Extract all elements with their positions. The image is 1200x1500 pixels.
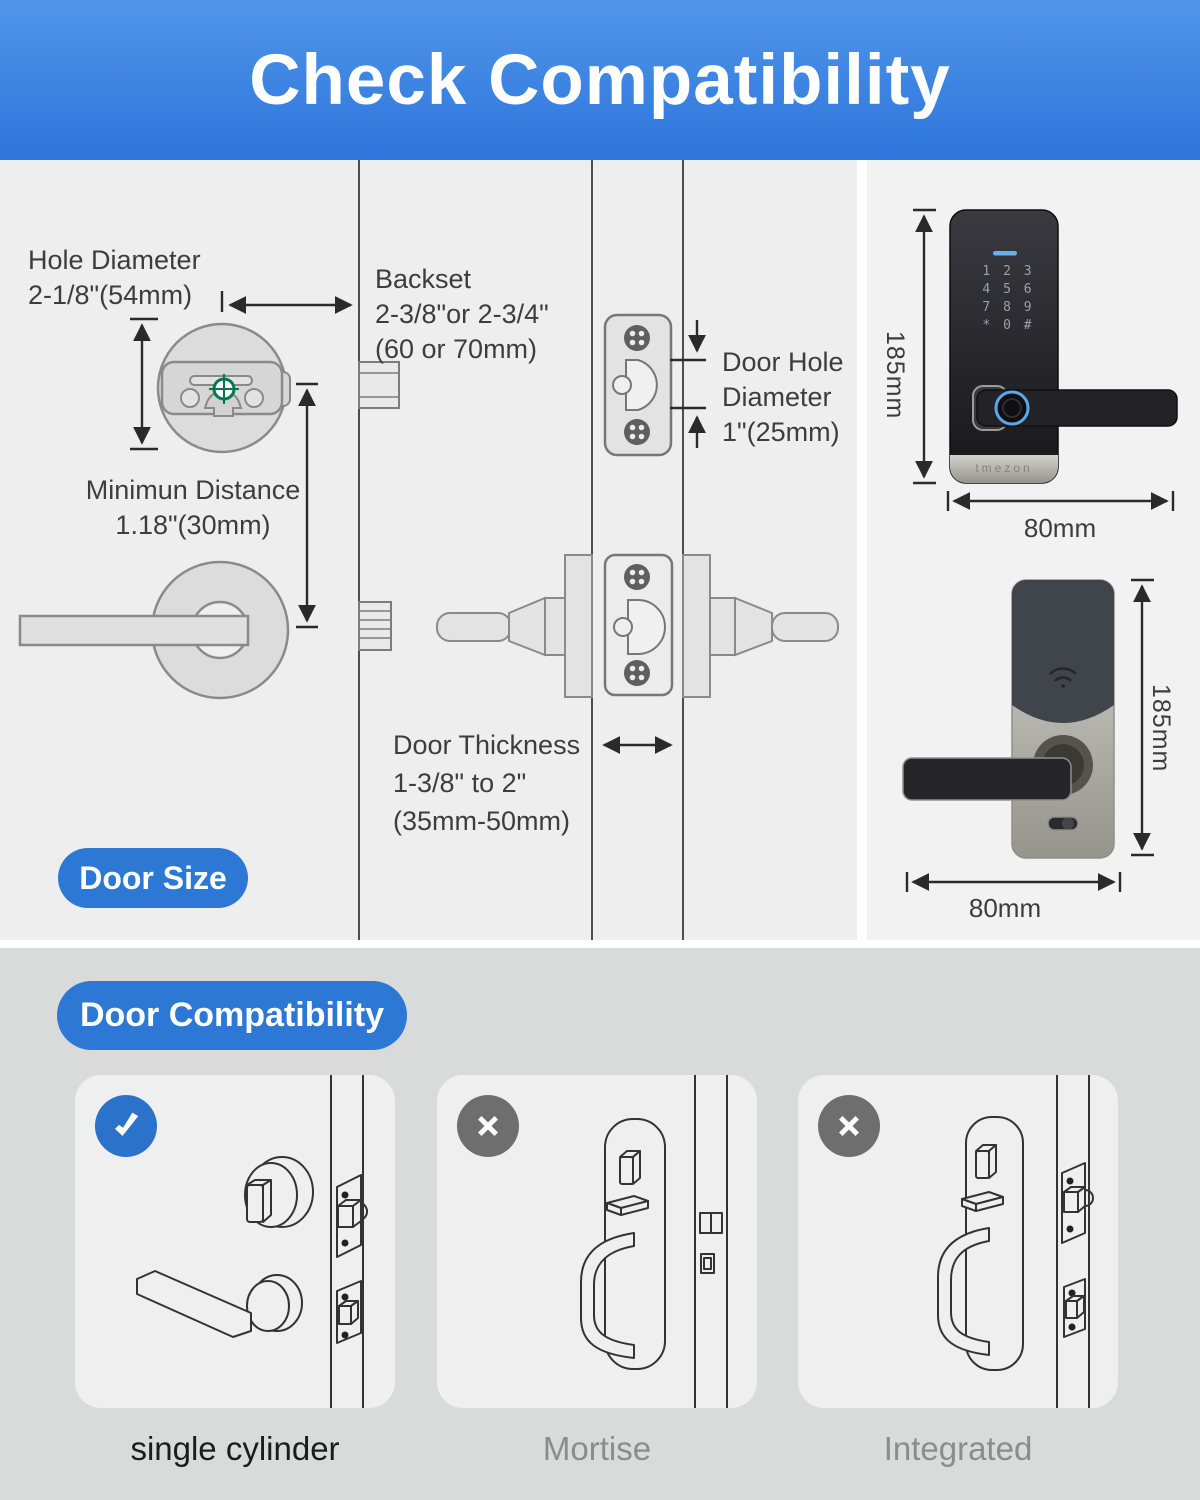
door-size-badge: Door Size [58, 848, 248, 908]
min-distance-label: Minimun Distance 1.18"(30mm) [85, 475, 301, 540]
lock-dimensions-diagram [902, 208, 1178, 892]
key-0: 0 [1003, 317, 1011, 333]
key-1: 1 [982, 263, 991, 279]
status-light [993, 251, 1017, 256]
front-height-label: 185mm [881, 330, 909, 420]
back-width-label: 80mm [968, 893, 1042, 923]
hole-diameter-label: Hole Diameter 2-1/8"(54mm) [28, 245, 201, 310]
header-banner: Check Compatibility [0, 0, 1200, 160]
cross-icon [839, 1116, 859, 1136]
key-9: 9 [1023, 299, 1032, 315]
key-5: 5 [1003, 281, 1011, 297]
key-7: 7 [982, 299, 991, 315]
single-cylinder-drawing [136, 1075, 368, 1408]
latch-bolt-edge [358, 601, 392, 651]
screw-bottom [624, 419, 650, 445]
incompatible-badge [818, 1095, 880, 1157]
caption-single-cylinder: single cylinder [130, 1430, 340, 1467]
door-size-diagram [18, 160, 839, 940]
door-hole-dimension [670, 320, 706, 448]
min-distance-dimension [296, 382, 318, 629]
backset-dimension [220, 291, 353, 314]
compatibility-card-integrated [798, 1075, 1118, 1408]
cross-icon [478, 1116, 498, 1136]
integrated-drawing [937, 1075, 1094, 1408]
compatibility-card-single-cylinder [75, 1075, 395, 1408]
caption-integrated: Integrated [883, 1430, 1033, 1467]
screw-bottom [624, 660, 650, 686]
key-8: 8 [1003, 299, 1011, 315]
compatibility-card-mortise [437, 1075, 757, 1408]
thumbturn [1047, 816, 1079, 831]
screw-top [624, 564, 650, 590]
key-3: 3 [1023, 263, 1032, 279]
keypad: 1 2 3 4 5 6 7 8 9 * 0 # [976, 262, 1038, 334]
key-star: * [982, 317, 991, 333]
strike-plate-top [603, 313, 673, 457]
caption-mortise: Mortise [542, 1430, 652, 1467]
smart-lock-front-view [949, 209, 1178, 484]
compatible-badge [95, 1095, 157, 1157]
door-hole-diameter-label: Door Hole Diameter 1"(25mm) [722, 347, 844, 447]
front-height-dimension [913, 208, 936, 485]
key-6: 6 [1023, 281, 1032, 297]
mortise-drawing [580, 1075, 728, 1408]
door-thickness-label: Door Thickness 1-3/8" to 2" (35mm-50mm) [393, 730, 581, 836]
latch-assembly [436, 553, 839, 698]
brand-logo: tmezon [975, 461, 1033, 475]
key-2: 2 [1003, 263, 1011, 279]
back-width-dimension [905, 872, 1122, 892]
key-4: 4 [982, 281, 991, 297]
smart-lock-back-view [902, 579, 1115, 859]
door-size-section [0, 160, 857, 940]
screw-top [624, 325, 650, 351]
center-target-icon [209, 374, 239, 404]
latch-faceplate-edge [358, 361, 400, 409]
incompatible-badge [457, 1095, 519, 1157]
front-width-label: 80mm [1023, 513, 1097, 543]
page-title: Check Compatibility [249, 40, 951, 120]
back-handle [902, 757, 1072, 801]
bore-hole-diagram [156, 322, 291, 454]
front-width-dimension [946, 491, 1175, 511]
key-hash: # [1023, 317, 1032, 333]
signal-icon [1049, 667, 1077, 688]
hole-diameter-dimension [130, 317, 158, 451]
fingerprint-reader-icon [994, 390, 1030, 426]
back-dark-cover [1012, 580, 1114, 723]
door-compatibility-badge: Door Compatibility [57, 981, 407, 1050]
lever-handle-front [18, 560, 290, 700]
front-silver-band [950, 455, 1058, 483]
back-height-dimension [1131, 578, 1154, 857]
back-height-label: 185mm [1147, 683, 1175, 773]
backset-label: Backset 2-3/8"or 2-3/4" (60 or 70mm) [375, 264, 549, 364]
check-icon [114, 1112, 139, 1136]
